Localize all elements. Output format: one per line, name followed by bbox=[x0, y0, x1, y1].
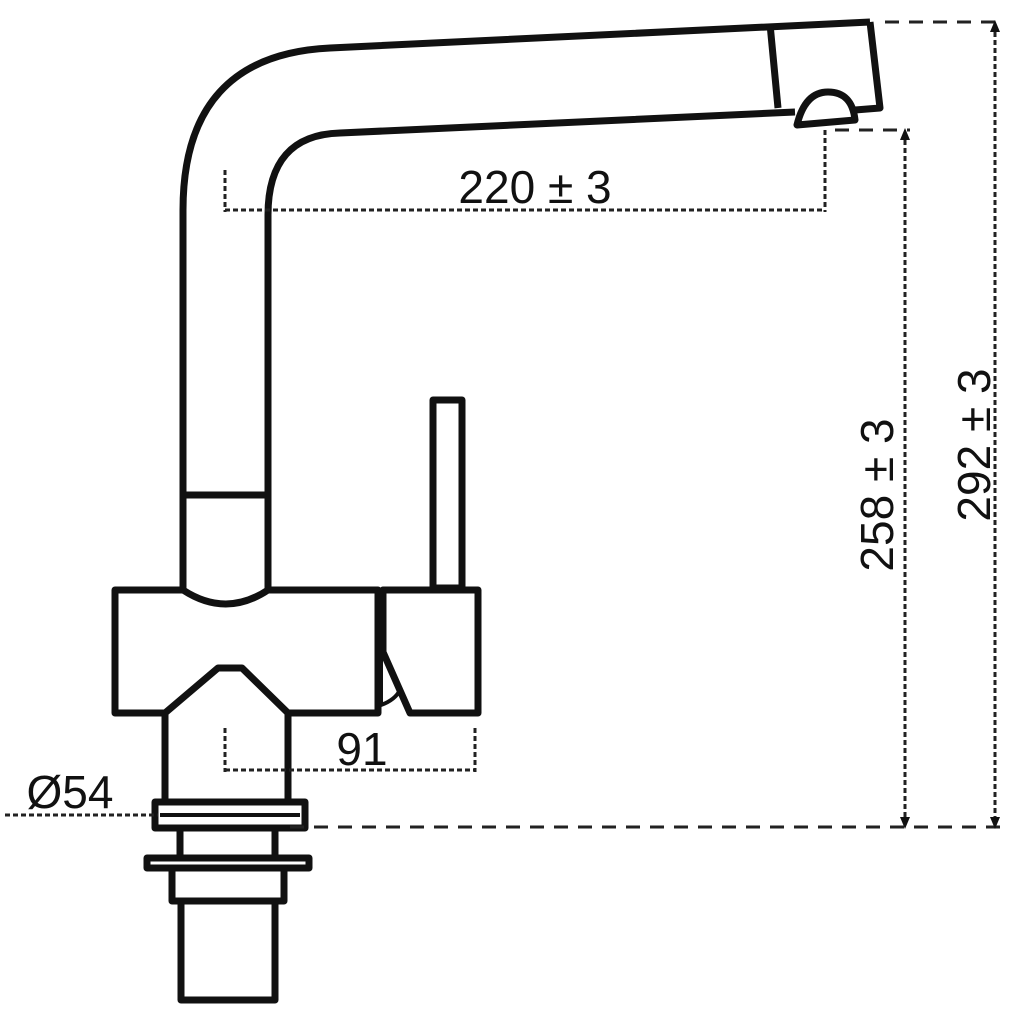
dimension-lines bbox=[5, 20, 1010, 829]
reach-dimension-line bbox=[223, 130, 827, 212]
total-height-label: 292 ± 3 bbox=[948, 368, 1000, 521]
shank-nut bbox=[168, 864, 288, 905]
stem bbox=[161, 713, 292, 802]
diameter-label: Ø54 bbox=[27, 766, 114, 818]
spout-outer bbox=[179, 18, 871, 590]
mounting-flange bbox=[151, 798, 309, 832]
mixer-body bbox=[111, 586, 382, 717]
reach-dimension-label: 220 ± 3 bbox=[458, 161, 611, 213]
spout-tip bbox=[766, 21, 884, 114]
lever-offset-line bbox=[223, 728, 477, 772]
aerator-nozzle bbox=[793, 88, 859, 129]
tail-pipe bbox=[177, 897, 279, 1004]
handle-joint bbox=[379, 650, 402, 708]
shank-upper bbox=[176, 828, 279, 858]
faucet-outline bbox=[111, 18, 884, 1004]
spout-height-label: 258 ± 3 bbox=[851, 418, 903, 571]
reference-lines bbox=[290, 20, 1010, 829]
lever-handle bbox=[429, 396, 466, 592]
lever-offset-label: 91 bbox=[336, 723, 387, 775]
spout-inner bbox=[264, 108, 796, 590]
